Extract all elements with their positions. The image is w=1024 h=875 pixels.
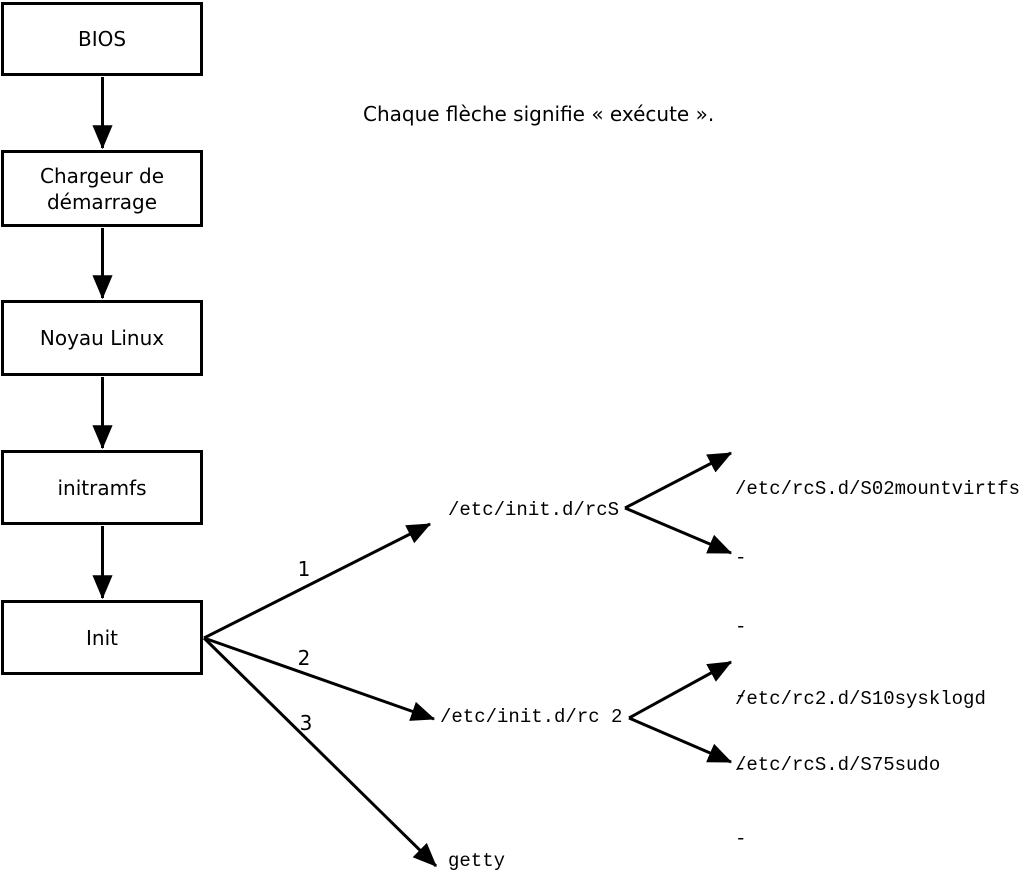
rcs-script-ellipsis-dash: -: [735, 616, 747, 638]
rcs-script-ellipsis-dash: -: [735, 685, 747, 707]
branch-label-3: 3: [299, 711, 313, 735]
arrow-init-to-rcs-icon: [203, 522, 432, 640]
rc2-script-first: /etc/rc2.d/S10sysklogd: [735, 688, 986, 710]
target-getty-label: getty: [448, 850, 506, 872]
node-initramfs-label: initramfs: [57, 475, 147, 500]
branch-label-2: 2: [297, 646, 311, 670]
node-bootloader-label-line2: démarrage: [46, 189, 158, 214]
node-init: Init: [1, 600, 203, 675]
rc2-script-list: /etc/rc2.d/S10sysklogd - - - /etc/rc2.d/…: [735, 642, 986, 875]
node-bootloader-label-line1: Chargeur de: [39, 163, 165, 188]
rcs-script-ellipsis-dash: -: [735, 547, 747, 569]
node-bootloader: Chargeur de démarrage: [1, 150, 203, 227]
rcs-script-last: /etc/rcS.d/S75sudo: [735, 754, 941, 776]
arrow-rc2-to-first-script-icon: [628, 660, 733, 720]
arrow-rcs-to-first-script-icon: [624, 451, 733, 510]
node-initramfs: initramfs: [1, 450, 203, 525]
node-kernel: Noyau Linux: [1, 300, 203, 376]
rc2-script-ellipsis-dash: -: [735, 758, 747, 780]
node-bios-label: BIOS: [77, 27, 127, 51]
node-bios: BIOS: [1, 2, 203, 76]
target-rc2-label: /etc/init.d/rc 2: [440, 706, 623, 728]
branch-label-1: 1: [297, 557, 311, 581]
rcs-script-first: /etc/rcS.d/S02mountvirtfs: [735, 478, 1021, 500]
arrow-rcs-to-last-script-icon: [624, 506, 733, 555]
arrow-init-to-getty-icon: [202, 636, 438, 868]
node-init-label: Init: [86, 625, 118, 650]
arrow-init-to-rc2-icon: [203, 636, 436, 721]
arrow-rc2-to-last-script-icon: [628, 716, 733, 764]
diagram-caption: Chaque flèche signifie « exécute ».: [363, 102, 715, 126]
target-rcs-label: /etc/init.d/rcS: [448, 499, 620, 521]
node-kernel-label: Noyau Linux: [39, 326, 165, 350]
rcs-script-list: /etc/rcS.d/S02mountvirtfs - - - /etc/rcS…: [735, 433, 1020, 822]
rc2-script-ellipsis-dash: -: [735, 828, 747, 850]
